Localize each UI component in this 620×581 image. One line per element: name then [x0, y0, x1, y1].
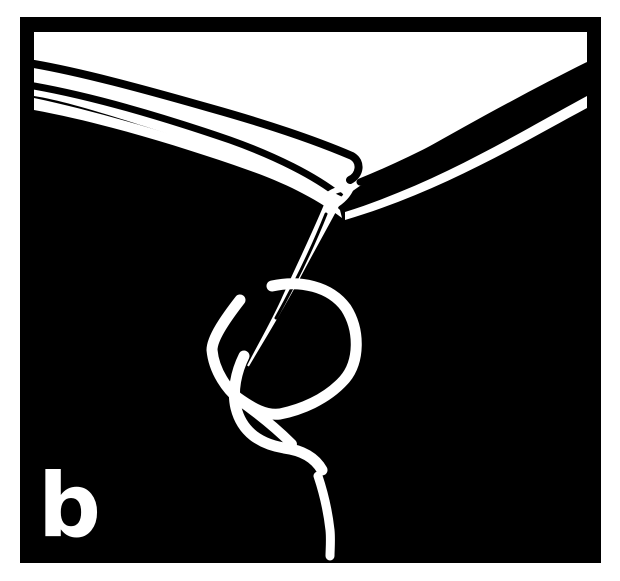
needle-eye — [274, 212, 328, 320]
fabric-edge-right-upper — [356, 62, 591, 186]
thread-loop — [206, 278, 362, 420]
fabric-fold-upper — [30, 60, 363, 184]
thread-inner-strand — [231, 393, 297, 449]
step-label: b — [38, 454, 101, 557]
thread-crossing — [228, 350, 328, 476]
needle-tip — [319, 185, 355, 211]
fabric-edge-right-lower — [342, 87, 590, 211]
fabric-hem-right — [345, 96, 587, 220]
thread-tail — [313, 471, 335, 561]
fabric-top-area — [34, 32, 587, 205]
fabric-fold-middle — [30, 82, 344, 200]
fabric-hem-left — [34, 98, 342, 218]
